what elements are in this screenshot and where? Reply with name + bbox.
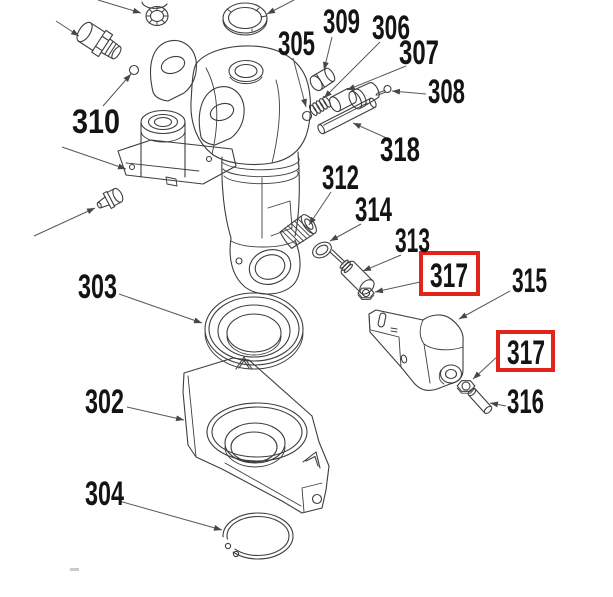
leader-lines <box>33 0 511 531</box>
leader-306 <box>323 41 381 99</box>
highlight-box-317-upper <box>419 251 480 296</box>
bearing-303 <box>204 292 304 370</box>
highlight-box-317-lower <box>496 330 555 372</box>
base-plate <box>117 139 237 187</box>
leader-308 <box>391 88 427 95</box>
leader-315 <box>458 290 511 320</box>
lock-washer-top <box>141 1 169 27</box>
leader-317-lower <box>472 354 500 380</box>
clevis-lug-lower <box>198 86 245 146</box>
leader-312 <box>308 191 332 226</box>
pump-cylinder <box>221 151 300 239</box>
leader-cutoff-top-right <box>266 0 295 15</box>
leader-305 <box>292 57 307 108</box>
clevis-lug-upper <box>149 40 197 102</box>
o-ring-314 <box>312 241 332 259</box>
leader-318 <box>352 122 392 141</box>
part-label-313: 313 <box>395 222 430 260</box>
leader-316 <box>489 401 507 408</box>
part-label-309: 309 <box>323 3 360 41</box>
leader-314 <box>329 223 362 242</box>
nut-317-upper <box>357 287 375 301</box>
leader-309 <box>322 36 333 71</box>
part-label-305: 305 <box>278 25 315 63</box>
part-label-304: 304 <box>85 475 124 513</box>
part-label-306: 306 <box>372 9 410 47</box>
leader-307 <box>346 65 407 91</box>
spring-306 <box>308 95 332 117</box>
part-label-317-lower: 317 <box>507 334 545 372</box>
leader-310 <box>102 73 132 107</box>
part-label-315: 315 <box>512 262 547 300</box>
leader-cutoff-base <box>61 146 127 170</box>
watermark-dash <box>70 568 79 571</box>
pin-piston-313 <box>329 249 375 295</box>
seal-ring-top <box>222 2 268 36</box>
part-label-317-upper: 317 <box>430 257 468 295</box>
left-tower-cylinder <box>140 109 186 178</box>
leader-317-upper <box>374 281 421 294</box>
rod-318 <box>317 97 377 135</box>
part-label-318: 318 <box>380 131 420 169</box>
part-label-303: 303 <box>78 268 117 306</box>
part-label-316: 316 <box>507 383 544 421</box>
ball-305 <box>301 110 313 122</box>
leader-303 <box>118 293 203 324</box>
leader-cutoff-left-screw <box>55 20 80 37</box>
housing-302 <box>182 356 330 514</box>
part-label-310: 310 <box>72 103 120 141</box>
leader-cutoff-left-plug <box>33 207 96 237</box>
pin-316 <box>467 387 493 415</box>
part-label-312: 312 <box>322 159 359 197</box>
screw-308 <box>375 84 392 96</box>
leader-302 <box>126 406 185 422</box>
leader-313 <box>362 254 402 272</box>
part-label-314: 314 <box>355 191 392 229</box>
nut-317-lower <box>456 380 476 394</box>
snap-ring-304 <box>216 512 294 560</box>
roller-foot <box>229 237 301 295</box>
part-label-308: 308 <box>428 73 465 111</box>
part-labels: 309 306 305 307 308 318 310 312 314 313 … <box>72 3 547 513</box>
hex-fitting-top-left <box>76 21 122 60</box>
leader-cutoff-top-left <box>97 0 142 14</box>
leader-304 <box>118 500 223 531</box>
pump-head-block <box>190 45 312 166</box>
ball-310 <box>128 64 140 76</box>
part-label-302: 302 <box>85 383 124 421</box>
plug-left <box>96 187 124 209</box>
part-label-307: 307 <box>399 34 439 72</box>
bracket-315 <box>368 309 464 391</box>
parts-line-art <box>76 1 493 560</box>
